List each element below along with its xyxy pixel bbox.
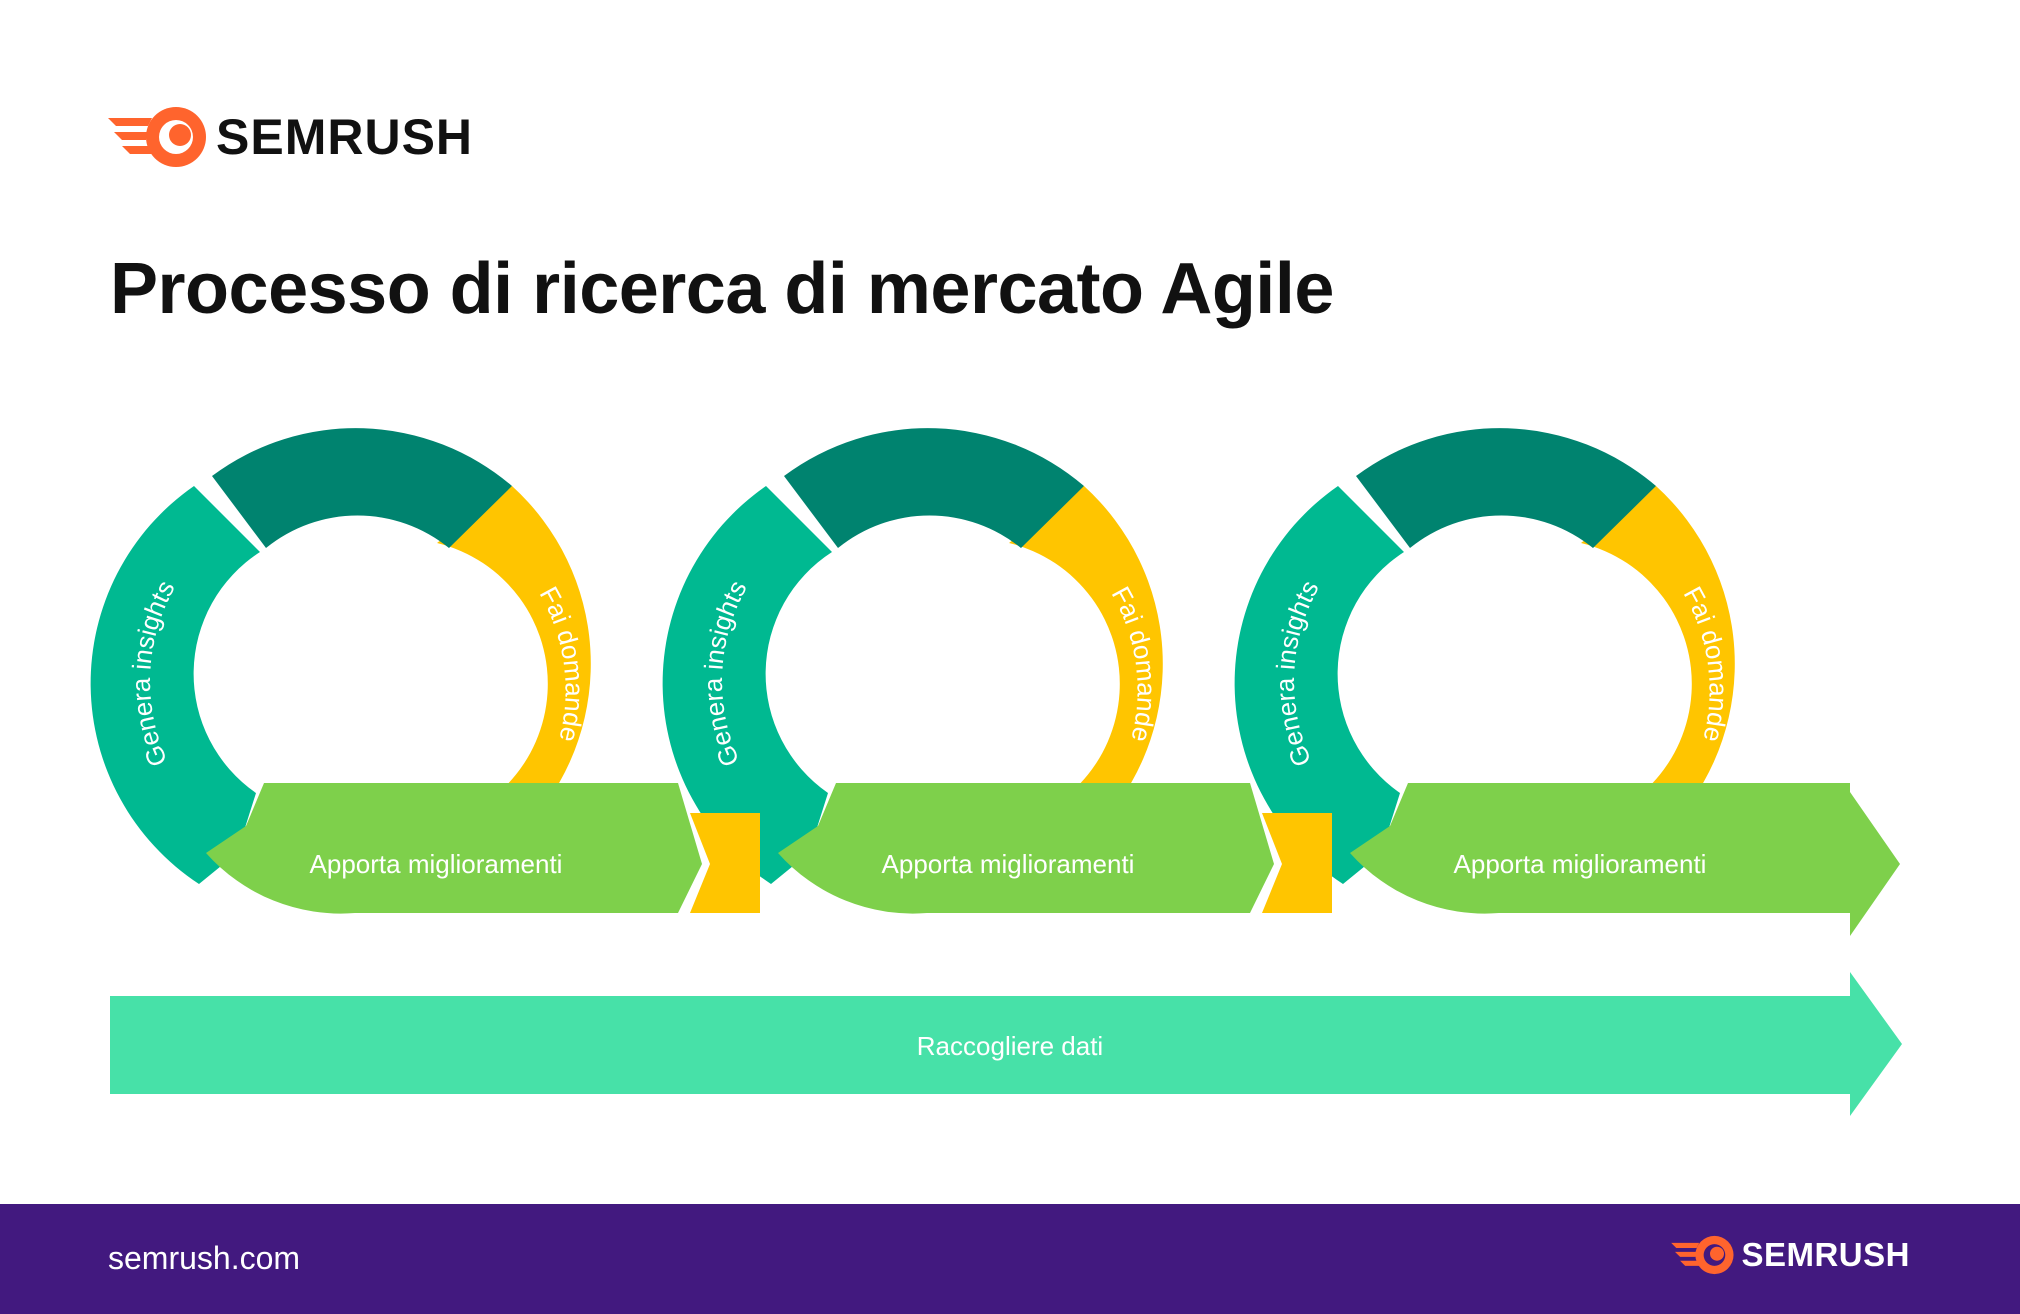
footer-logo: SEMRUSH — [1671, 1234, 1910, 1276]
semrush-comet-icon — [1671, 1235, 1735, 1275]
footer: semrush.com SEMRUSH — [0, 1204, 2020, 1314]
cycle-3-test-label: Fai test — [1451, 395, 1546, 430]
cycle-1-improve-label: Apporta miglioramenti — [310, 849, 563, 879]
data-arrow — [110, 972, 1902, 1116]
cycle-2-improve-label: Apporta miglioramenti — [882, 849, 1135, 879]
semrush-comet-icon — [108, 107, 206, 167]
page-title: Processo di ricerca di mercato Agile — [110, 249, 1334, 329]
cycle-3-improve-label: Apporta miglioramenti — [1454, 849, 1707, 879]
improve-connector-3 — [1262, 813, 1332, 913]
logo-wordmark: SEMRUSH — [216, 109, 474, 165]
cycle-1-test-label: Fai test — [307, 395, 402, 430]
improve-arrow-1 — [206, 783, 702, 914]
footer-logo-wordmark: SEMRUSH — [1741, 1236, 1910, 1273]
cycle-2-test-label: Fai test — [879, 395, 974, 430]
semrush-logo: SEMRUSH — [108, 104, 473, 170]
footer-url: semrush.com — [108, 1240, 301, 1276]
improve-arrow-2 — [778, 783, 1274, 914]
improve-connector-2 — [690, 813, 760, 913]
improve-arrow-3 — [1350, 783, 1900, 936]
data-arrow-label: Raccogliere dati — [917, 1031, 1103, 1061]
